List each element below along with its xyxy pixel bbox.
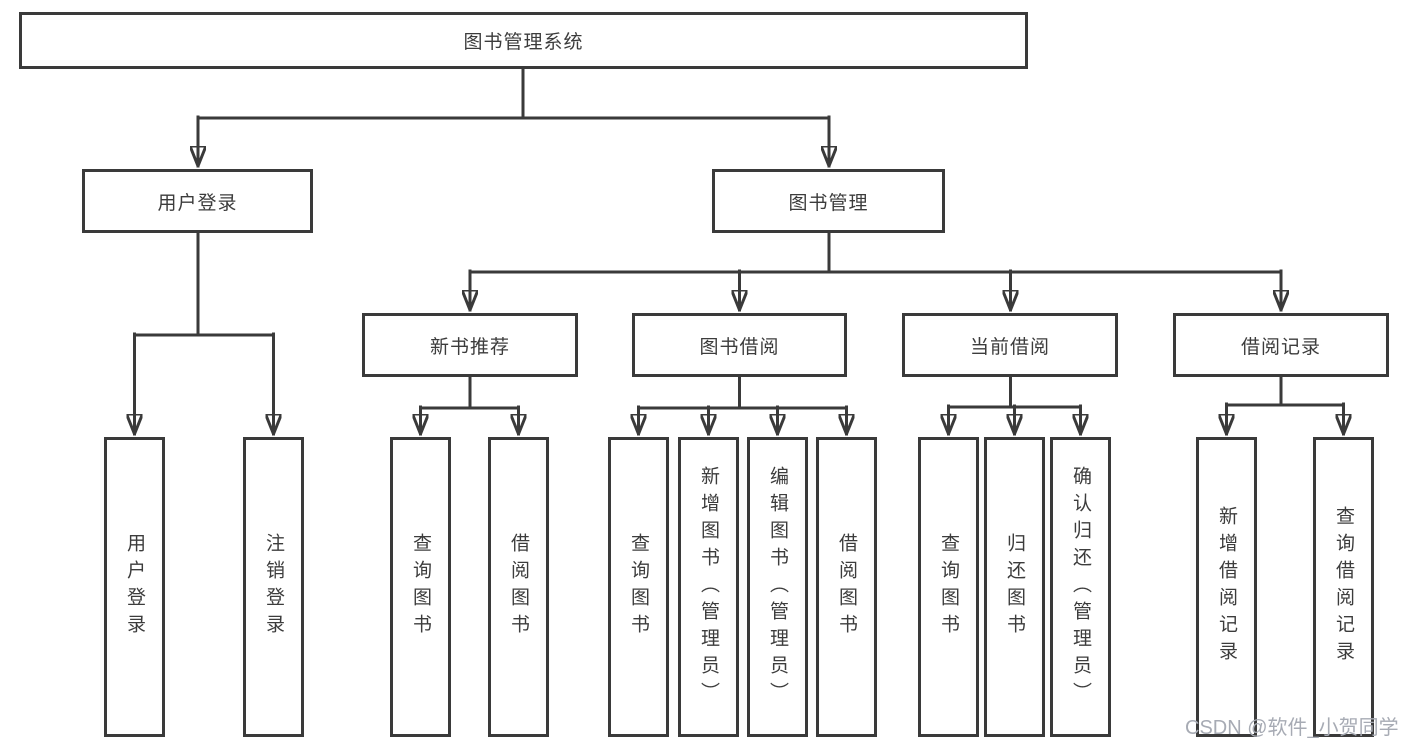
leaf-add-book-admin: 新增图书（管理员） — [678, 437, 739, 737]
node-new-book-recommend-label: 新书推荐 — [429, 336, 510, 358]
leaf-borrow-books-recommend-label: 借阅图书 — [508, 533, 529, 641]
leaf-query-borrow-record-label: 查询借阅记录 — [1333, 506, 1354, 668]
node-user-login-label: 用户登录 — [157, 192, 238, 214]
leaf-query-borrow-record: 查询借阅记录 — [1313, 437, 1374, 737]
leaf-query-books-current: 查询图书 — [918, 437, 979, 737]
leaf-borrow-books: 借阅图书 — [816, 437, 877, 737]
leaf-user-login-label: 用户登录 — [124, 533, 145, 641]
leaf-logout-label: 注销登录 — [263, 533, 284, 641]
node-book-borrow-label: 图书借阅 — [699, 336, 780, 358]
leaf-logout: 注销登录 — [243, 437, 304, 737]
node-new-book-recommend: 新书推荐 — [362, 313, 578, 377]
node-book-management: 图书管理 — [712, 169, 945, 233]
node-root-label: 图书管理系统 — [463, 32, 584, 53]
leaf-return-book-label: 归还图书 — [1004, 533, 1025, 641]
leaf-confirm-return-admin: 确认归还（管理员） — [1050, 437, 1111, 737]
leaf-borrow-books-label: 借阅图书 — [836, 533, 857, 641]
leaf-return-book: 归还图书 — [984, 437, 1045, 737]
node-user-login: 用户登录 — [82, 169, 313, 233]
node-borrow-record-label: 借阅记录 — [1240, 336, 1321, 358]
node-current-borrow: 当前借阅 — [902, 313, 1118, 377]
node-book-borrow: 图书借阅 — [632, 313, 847, 377]
leaf-add-borrow-record-label: 新增借阅记录 — [1216, 506, 1237, 668]
leaf-user-login: 用户登录 — [104, 437, 165, 737]
leaf-borrow-books-recommend: 借阅图书 — [488, 437, 549, 737]
leaf-query-books-borrow: 查询图书 — [608, 437, 669, 737]
leaf-confirm-return-admin-label: 确认归还（管理员） — [1070, 465, 1091, 709]
node-root-system: 图书管理系统 — [19, 12, 1028, 69]
leaf-query-books-borrow-label: 查询图书 — [628, 533, 649, 641]
node-book-management-label: 图书管理 — [788, 192, 869, 214]
leaf-edit-book-admin: 编辑图书（管理员） — [747, 437, 808, 737]
leaf-add-book-admin-label: 新增图书（管理员） — [698, 465, 719, 709]
leaf-edit-book-admin-label: 编辑图书（管理员） — [767, 465, 788, 709]
node-current-borrow-label: 当前借阅 — [969, 336, 1050, 358]
leaf-query-books-recommend-label: 查询图书 — [410, 533, 431, 641]
leaf-add-borrow-record: 新增借阅记录 — [1196, 437, 1257, 737]
node-borrow-record: 借阅记录 — [1173, 313, 1389, 377]
leaf-query-books-current-label: 查询图书 — [938, 533, 959, 641]
leaf-query-books-recommend: 查询图书 — [390, 437, 451, 737]
csdn-watermark: CSDN @软件_小贺同学 — [1185, 717, 1399, 739]
